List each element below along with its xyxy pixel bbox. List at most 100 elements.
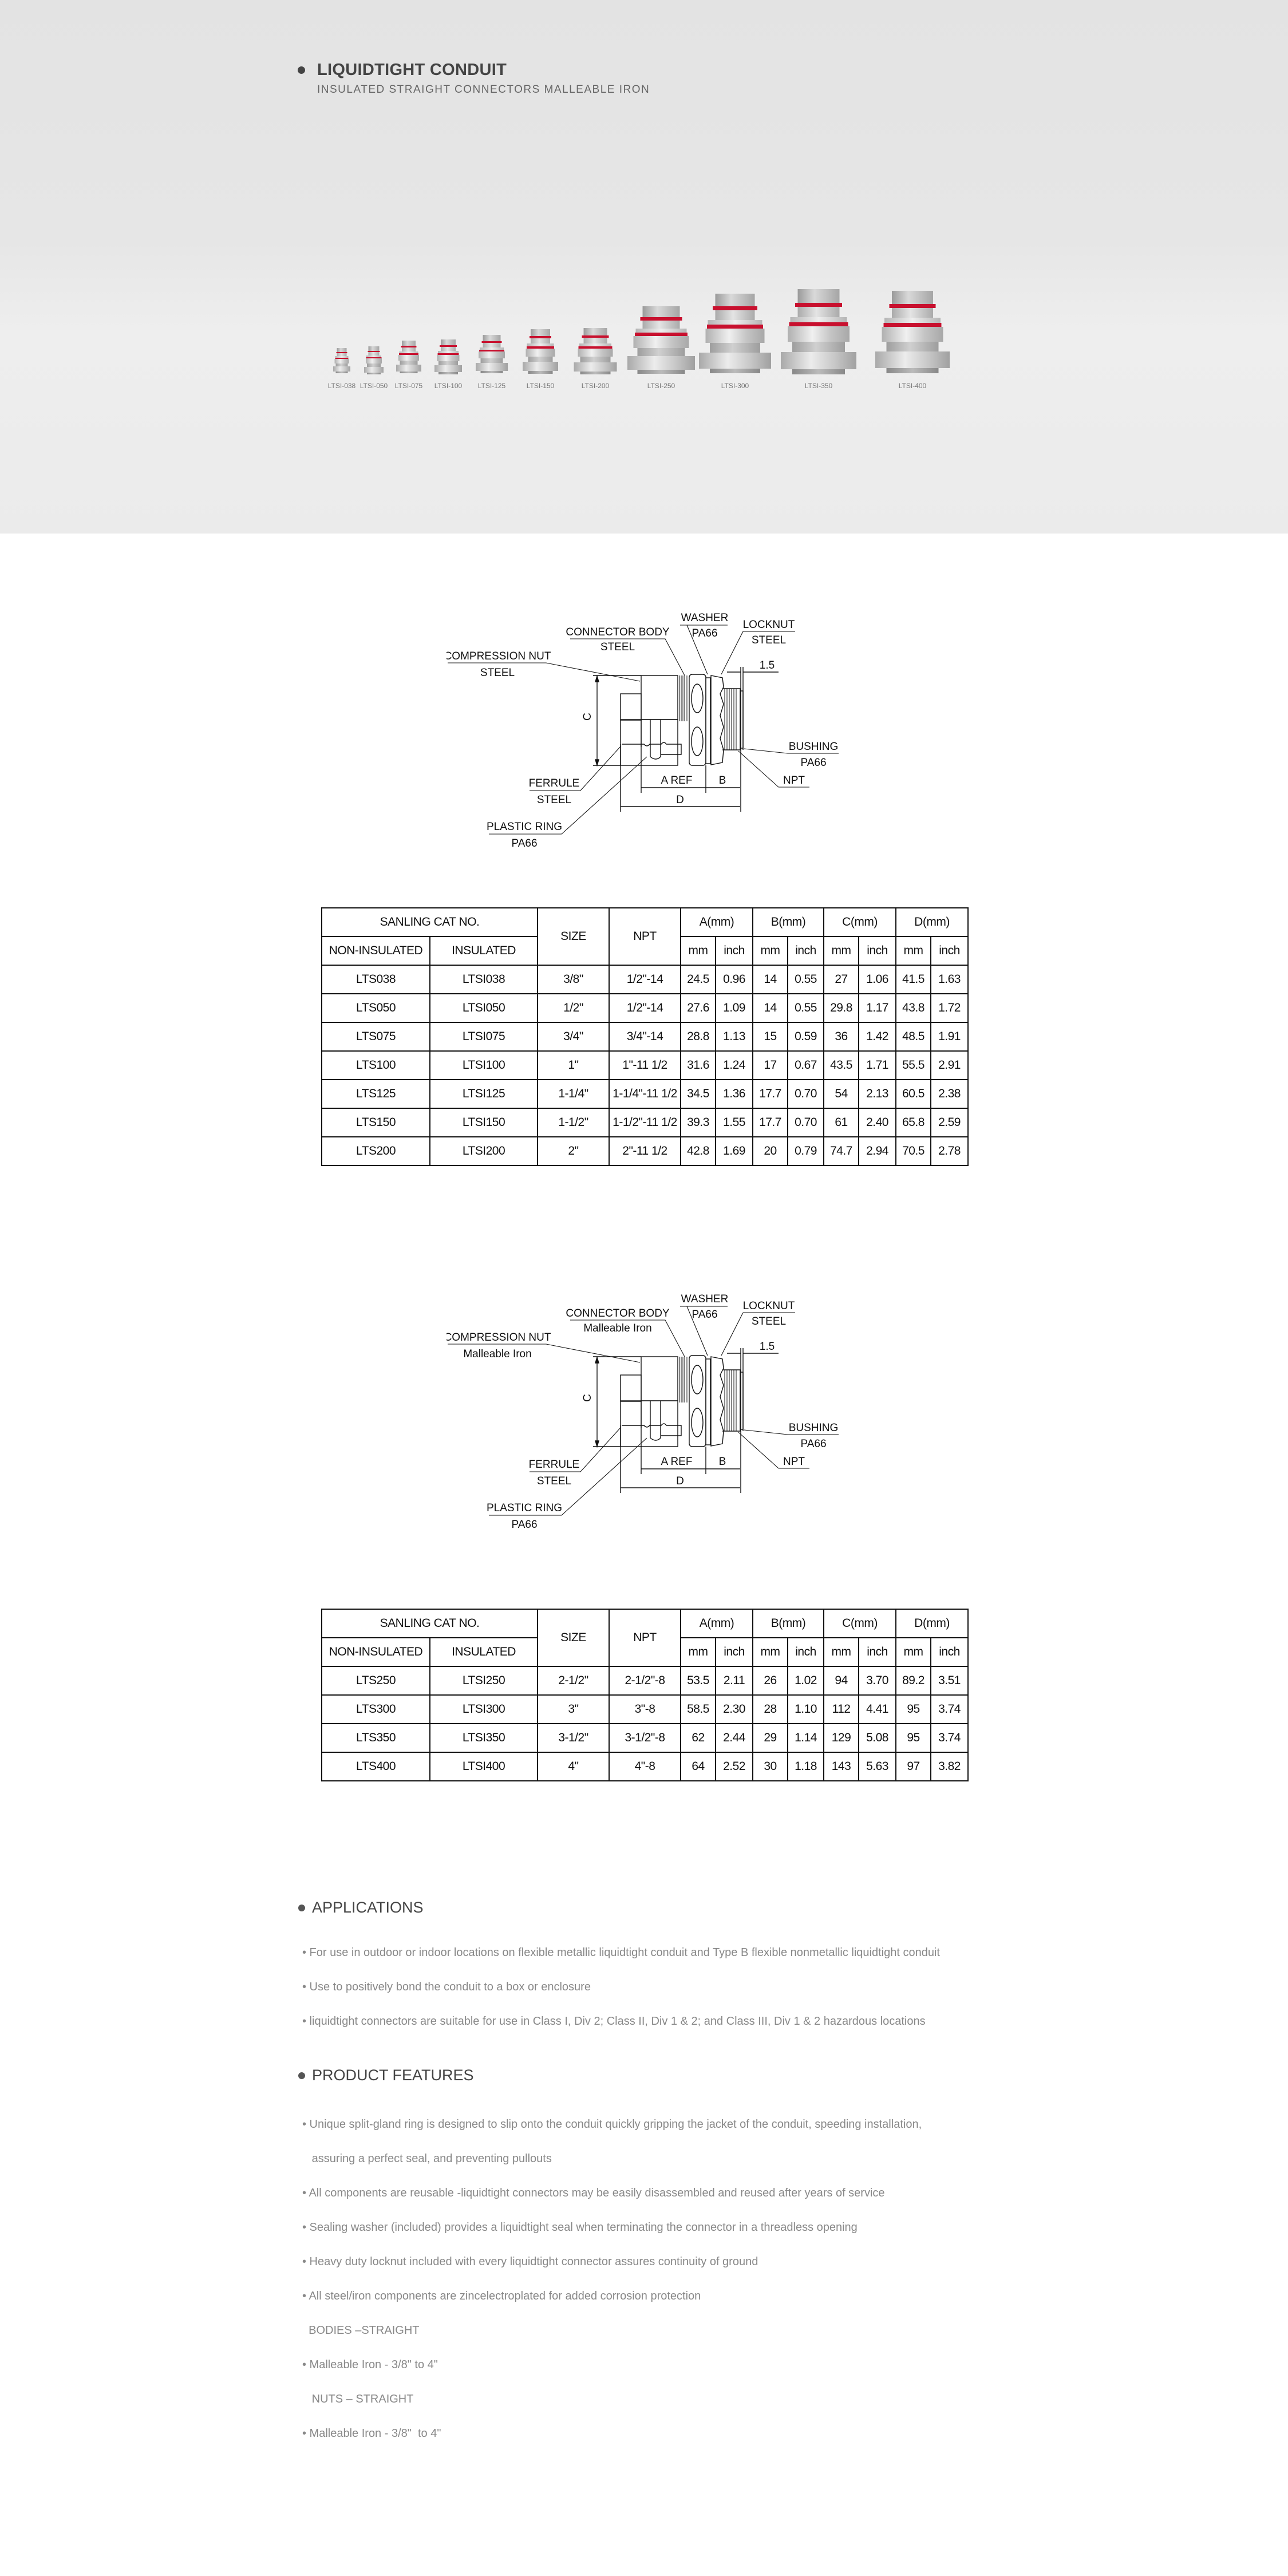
product-part <box>889 304 936 308</box>
table-cell: 27.6 <box>680 993 716 1023</box>
product-part <box>438 372 458 374</box>
product-label: LTSI-400 <box>898 382 927 390</box>
leader-lines <box>448 1306 839 1516</box>
product-label: LTSI-250 <box>647 382 675 390</box>
table-cell: 129 <box>823 1723 859 1753</box>
table-cell: 31.6 <box>680 1050 716 1080</box>
product-part <box>797 307 840 317</box>
product-part <box>710 343 760 353</box>
table-cell: LTSI200 <box>429 1136 538 1166</box>
header-non-insulated: NON-INSULATED <box>321 1637 430 1667</box>
feature-item: BODIES –STRAIGHT <box>302 2324 420 2337</box>
table-cell: 1" <box>537 1050 610 1080</box>
label-ferrule: FERRULE <box>529 777 580 789</box>
label-compression-nut-mat: STEEL <box>480 667 515 679</box>
header-inch: inch <box>787 936 824 966</box>
table-cell: 3" <box>537 1694 610 1724</box>
table-cell: 0.79 <box>787 1136 824 1166</box>
product-label: LTSI-125 <box>477 382 506 390</box>
product-part <box>715 294 755 306</box>
product-part <box>402 347 416 351</box>
product-part <box>705 329 765 343</box>
product-part <box>402 341 416 346</box>
label-dim-d: D <box>676 794 684 806</box>
product-part <box>366 355 381 357</box>
product-part <box>337 348 347 352</box>
table-cell: 0.70 <box>787 1079 824 1109</box>
product-part <box>400 372 418 373</box>
feature-item: • Malleable Iron - 3/8" to 4" <box>302 2358 438 2371</box>
product-part <box>483 335 501 341</box>
product-part <box>640 317 682 321</box>
product-part <box>438 361 458 365</box>
header-inch: inch <box>715 1637 753 1667</box>
table-cell: LTS100 <box>321 1050 430 1080</box>
label-npt: NPT <box>783 775 805 787</box>
table-cell: 3.74 <box>930 1694 969 1724</box>
product-part <box>583 328 607 335</box>
header-b: B(mm) <box>752 907 824 937</box>
label-bushing: BUSHING <box>789 741 839 753</box>
label-connector-body-mat: STEEL <box>600 641 635 653</box>
table-cell: 1.17 <box>858 993 896 1023</box>
application-item: • Use to positively bond the conduit to … <box>302 1981 591 1993</box>
label-washer: WASHER <box>681 612 729 624</box>
table-cell: 2.94 <box>858 1136 896 1166</box>
label-plastic-ring-mat: PA66 <box>511 837 537 850</box>
table-cell: 89.2 <box>895 1666 931 1696</box>
table-cell: 2.13 <box>858 1079 896 1109</box>
table-cell: LTS400 <box>321 1752 430 1781</box>
table-cell: 2" <box>537 1136 610 1166</box>
product-part <box>335 358 349 359</box>
product-part <box>789 322 848 326</box>
product-part <box>334 359 349 364</box>
label-dim-15: 1.5 <box>760 659 775 671</box>
header-mm: mm <box>680 936 716 966</box>
table-cell: 4"-8 <box>609 1752 681 1781</box>
table-cell: 26 <box>752 1666 788 1696</box>
table-cell: 95 <box>895 1723 931 1753</box>
table-cell: 61 <box>823 1108 859 1137</box>
product-part <box>883 323 942 327</box>
product-label: LTSI-075 <box>394 382 423 390</box>
product-part <box>642 306 680 317</box>
product-part <box>336 352 347 353</box>
table-cell: 36 <box>823 1022 859 1052</box>
table-cell: 0.96 <box>715 965 753 994</box>
product-part <box>528 371 553 374</box>
product-part <box>637 348 685 356</box>
table-cell: 2"-11 1/2 <box>609 1136 681 1166</box>
label-compression-nut-mat: Malleable Iron <box>463 1348 531 1360</box>
product-part <box>642 321 680 329</box>
product-part <box>708 320 762 325</box>
product-part <box>583 338 607 343</box>
product-part <box>579 343 611 346</box>
header-mm: mm <box>752 1637 788 1667</box>
label-connector-body: CONNECTOR BODY <box>566 1307 670 1319</box>
table-cell: 39.3 <box>680 1108 716 1137</box>
table-cell: 1.63 <box>930 965 969 994</box>
product-part <box>476 363 508 371</box>
product-part <box>480 358 503 363</box>
table-cell: 74.7 <box>823 1136 859 1166</box>
label-plastic-ring-mat: PA66 <box>511 1519 537 1531</box>
page-subtitle: INSULATED STRAIGHT CONNECTORS MALLEABLE … <box>317 84 650 96</box>
applications-heading: APPLICATIONS <box>312 1899 424 1916</box>
header-b: B(mm) <box>752 1609 824 1638</box>
product-part <box>480 347 504 350</box>
header-d: D(mm) <box>895 907 969 937</box>
table-cell: 1.06 <box>858 965 896 994</box>
label-dim-b: B <box>719 775 726 787</box>
product-part <box>790 317 847 322</box>
table-cell: 17.7 <box>752 1108 788 1137</box>
table-cell: LTS038 <box>321 965 430 994</box>
label-dim-c: C <box>582 713 594 721</box>
feature-item: • Unique split-gland ring is designed to… <box>302 2118 922 2131</box>
label-dim-c: C <box>582 1394 594 1402</box>
product-part <box>367 373 381 374</box>
table-cell: 3"-8 <box>609 1694 681 1724</box>
